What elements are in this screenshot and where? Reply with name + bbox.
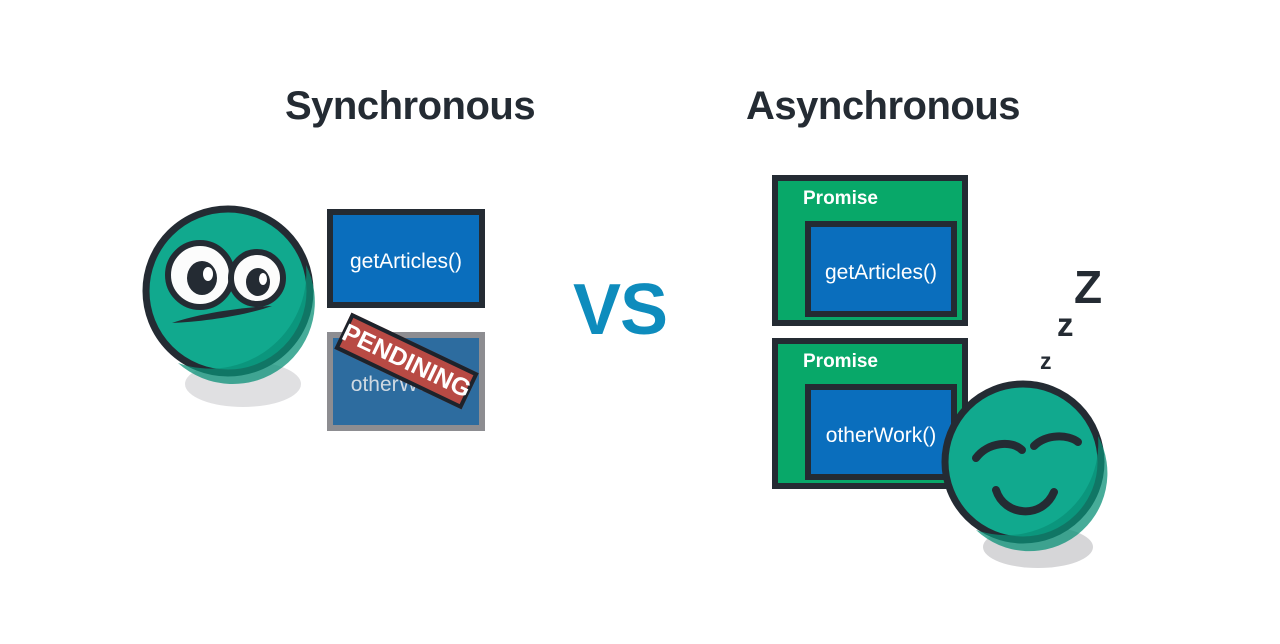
mouth-flat-frown <box>172 306 272 323</box>
right-eye-highlight <box>259 273 267 285</box>
mouth-smile <box>992 486 1058 516</box>
face-shading <box>178 265 315 385</box>
right-eye-closed <box>1030 432 1082 450</box>
sleep-z-large: Z <box>1074 261 1103 313</box>
sleep-z-medium: z <box>1057 306 1074 343</box>
sleep-z-small: z <box>1040 348 1052 374</box>
sync-task-label-getarticles: getArticles() <box>349 250 463 273</box>
promise-box-getarticles[interactable]: Promise getArticles() <box>772 175 968 326</box>
async-task-box-getarticles[interactable]: getArticles() <box>805 221 957 317</box>
left-eye-highlight <box>203 267 213 281</box>
async-task-box-otherwork[interactable]: otherWork() <box>805 384 957 480</box>
async-task-label-getarticles: getArticles() <box>824 261 938 284</box>
sleeping-face-svg <box>941 380 1108 568</box>
page-title-synchronous: Synchronous <box>285 84 536 128</box>
left-eye-pupil <box>187 261 217 295</box>
sleeping-face <box>930 380 1130 580</box>
promise-wrapper-label-otherwork: Promise <box>803 351 878 372</box>
annoyed-face-svg <box>142 205 315 407</box>
vs-divider-label: VS <box>573 270 668 350</box>
promise-wrapper-label-getarticles: Promise <box>803 188 878 209</box>
sync-task-box-getarticles[interactable]: getArticles() <box>327 209 485 308</box>
async-task-label-otherwork: otherWork() <box>825 424 937 447</box>
annoyed-face <box>130 195 330 410</box>
face-shading <box>976 436 1108 552</box>
left-eye-closed <box>972 439 1026 462</box>
page-title-asynchronous: Asynchronous <box>746 84 1021 128</box>
promise-box-otherwork[interactable]: Promise otherWork() <box>772 338 968 489</box>
